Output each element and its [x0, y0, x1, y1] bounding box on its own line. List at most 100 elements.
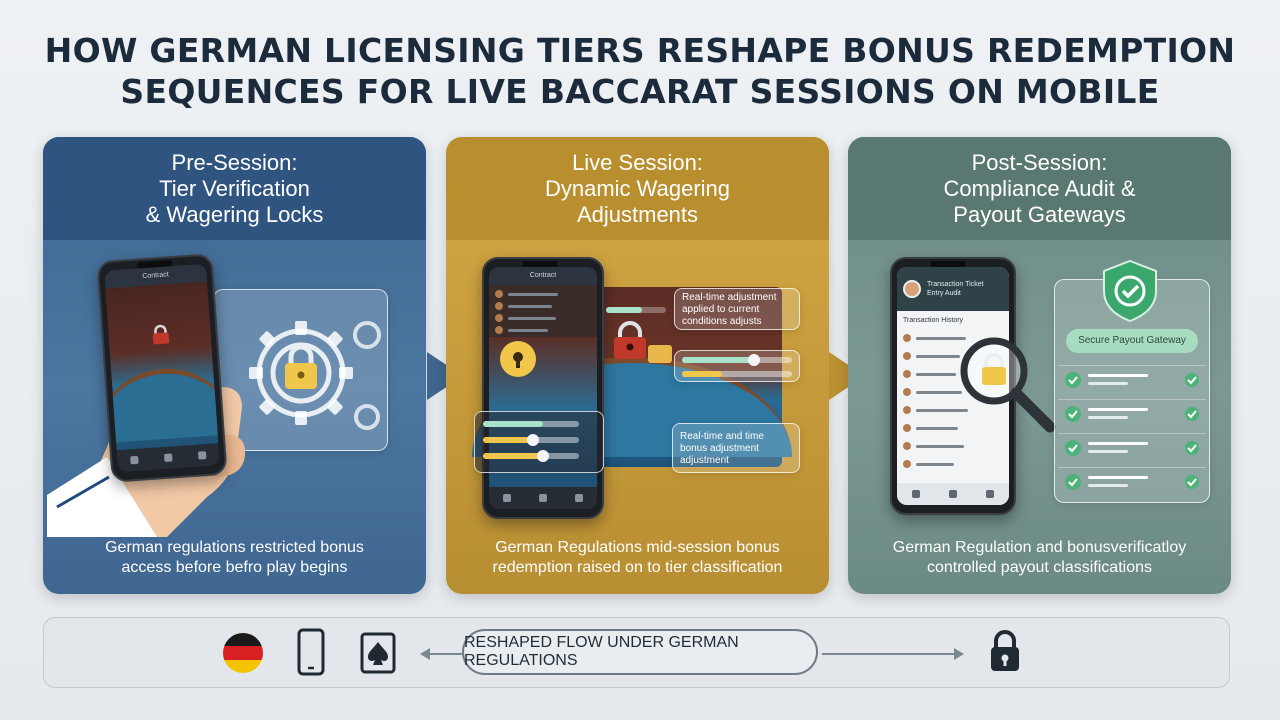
check-circle-icon: [1065, 474, 1081, 490]
slider-track[interactable]: [606, 307, 666, 313]
avatar: [903, 280, 921, 298]
placeholder-line: [916, 426, 958, 430]
placeholder-line: [1088, 382, 1128, 385]
placeholder-line: [1088, 484, 1128, 487]
avatar: [903, 406, 911, 414]
avatar: [495, 290, 503, 298]
check-circle-icon: [1185, 475, 1199, 489]
checklist-row: [1058, 399, 1206, 427]
phone-mockup: Contract: [482, 257, 604, 519]
table-row[interactable]: [903, 439, 1003, 453]
panel-heading-line: Payout Gateways: [953, 201, 1126, 227]
profile-text: Transaction Ticket Entry Audit: [927, 280, 984, 298]
slider-knob[interactable]: [537, 450, 549, 462]
gateway-button[interactable]: Secure Payout Gateway: [1066, 329, 1198, 353]
magnifier-icon: [960, 337, 1056, 433]
table-row[interactable]: [903, 403, 1003, 417]
check-circle-icon: [1065, 440, 1081, 456]
desc-line: German Regulation and bonusverificatloy: [892, 539, 1187, 556]
placeholder-line: [508, 328, 548, 332]
slider-fill: [682, 357, 752, 363]
slider-track[interactable]: [682, 371, 792, 377]
note-line: Real-time and time: [680, 431, 764, 442]
spade-card-icon: [360, 632, 396, 674]
slider-track[interactable]: [483, 450, 579, 462]
table-row[interactable]: [903, 331, 1003, 345]
panel-heading-line: & Wagering Locks: [145, 201, 324, 227]
player-list: [489, 285, 597, 337]
title-line-2: SEQUENCES FOR LIVE BACCARAT SESSIONS ON …: [120, 72, 1160, 111]
table-row[interactable]: [903, 421, 1003, 435]
profile-icon[interactable]: [197, 451, 207, 460]
avatar: [495, 314, 503, 322]
avatar: [903, 352, 911, 360]
baccarat-felt: [104, 364, 220, 444]
phone-bottom-nav[interactable]: [489, 487, 597, 509]
chip-icon: [648, 345, 672, 363]
table-icon[interactable]: [539, 494, 547, 502]
adjustment-note-top: [674, 288, 800, 330]
checklist-row: [1058, 467, 1206, 495]
phone-mockup: Contract: [96, 253, 228, 483]
slider-track[interactable]: [483, 434, 579, 446]
gold-lock-icon: [500, 341, 536, 377]
note-line: adjustment: [680, 455, 729, 466]
note-text: Real-time and time bonus adjustment adju…: [680, 431, 764, 467]
page-title: HOW GERMAN LICENSING TIERS RESHAPE BONUS…: [0, 30, 1280, 112]
panel-live-session: Live Session: Dynamic Wagering Adjustmen…: [446, 137, 829, 594]
table-icon[interactable]: [164, 453, 173, 463]
placeholder-line: [1088, 450, 1128, 453]
placeholder-line: [508, 316, 556, 320]
slider-track[interactable]: [682, 354, 792, 366]
slider-fill: [483, 437, 531, 443]
slider-fill: [682, 371, 722, 377]
placeholder-line: [1088, 408, 1148, 411]
profile-icon[interactable]: [575, 494, 583, 502]
phone-notch: [930, 261, 966, 267]
phone-screen: Transaction Ticket Entry Audit Transacti…: [897, 267, 1009, 505]
table-row[interactable]: [903, 367, 1003, 381]
home-icon[interactable]: [130, 455, 139, 465]
padlock-icon: [991, 630, 1019, 671]
placeholder-line: [916, 408, 968, 412]
slider-fill: [483, 421, 543, 427]
slider-knob[interactable]: [748, 354, 760, 366]
slider-track[interactable]: [483, 421, 579, 427]
list-item: [495, 287, 591, 301]
placeholder-line: [508, 304, 552, 308]
phone-notch: [522, 261, 558, 267]
desc-line: controlled payout classifications: [926, 559, 1152, 576]
adjustment-note-bottom: [672, 423, 800, 473]
table-row[interactable]: [903, 349, 1003, 363]
history-icon[interactable]: [948, 490, 957, 498]
note-line: conditions adjusts: [682, 316, 762, 327]
placeholder-line: [508, 292, 558, 296]
profile-header: Transaction Ticket Entry Audit: [897, 267, 1009, 311]
placeholder-line: [916, 462, 954, 466]
placeholder-line: [1088, 374, 1148, 377]
placeholder-line: [1088, 416, 1128, 419]
list-title: Transaction History: [903, 317, 964, 324]
slider-fill: [606, 307, 642, 313]
panel-heading-line: Pre-Session:: [171, 149, 298, 175]
note-line: bonus adjustment: [680, 443, 759, 454]
shield-check-icon: [1103, 259, 1157, 323]
phone-mockup: Transaction Ticket Entry Audit Transacti…: [890, 257, 1016, 515]
panel-live-session-header: Live Session: Dynamic Wagering Adjustmen…: [446, 137, 829, 240]
home-icon[interactable]: [911, 490, 920, 498]
gear-lock-icon: [249, 321, 381, 430]
panel-heading-line: Dynamic Wagering: [544, 175, 731, 201]
slider-knob[interactable]: [527, 434, 539, 446]
table-row[interactable]: [903, 385, 1003, 399]
profile-icon[interactable]: [986, 490, 995, 498]
avatar: [903, 370, 911, 378]
check-circle-icon: [1185, 373, 1199, 387]
home-icon[interactable]: [503, 494, 511, 502]
avatar: [903, 424, 911, 432]
placeholder-line: [916, 390, 962, 394]
panel-description: German regulations restricted bonus acce…: [43, 538, 426, 578]
slider-fill: [483, 453, 541, 459]
phone-bottom-nav[interactable]: [897, 483, 1009, 505]
table-row[interactable]: [903, 457, 1003, 471]
checklist-row: [1058, 433, 1206, 461]
